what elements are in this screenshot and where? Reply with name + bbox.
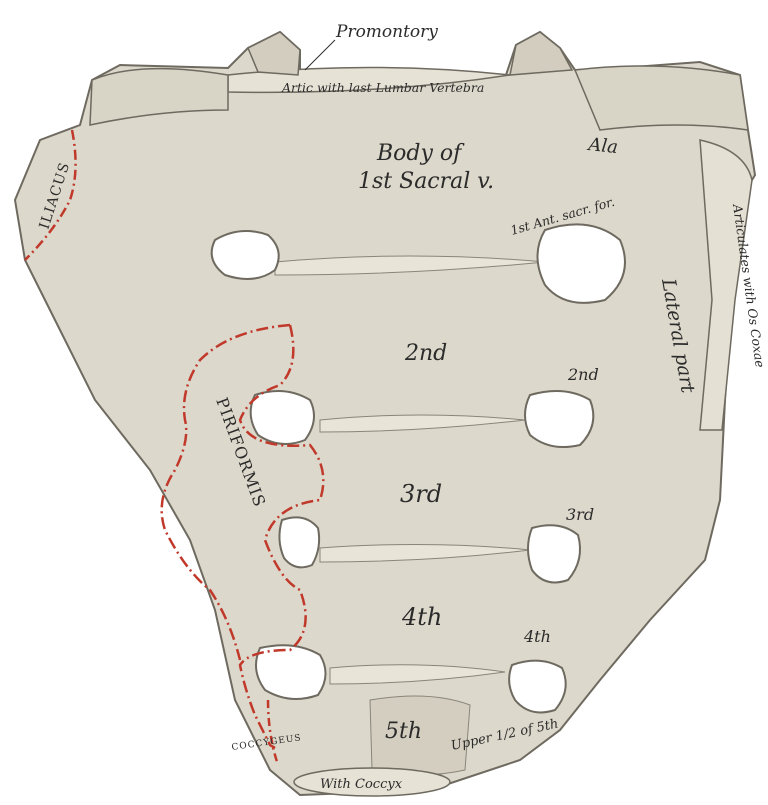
foramen-left-4 <box>255 644 327 700</box>
label-body-5th: 5th <box>385 719 422 744</box>
foramen-left-1 <box>210 230 280 280</box>
iliacus-attachment-line <box>24 129 77 261</box>
label-with-coccyx: With Coccyx <box>320 777 403 792</box>
foramen-right-3 <box>527 524 581 584</box>
label-body-of: Body of <box>376 141 465 166</box>
right-ala-wing <box>573 65 749 131</box>
label-ala: Ala <box>585 134 619 158</box>
foramen-left-3 <box>278 516 321 569</box>
foramen-right-1 <box>536 223 626 304</box>
label-foramen-3rd: 3rd <box>566 505 594 524</box>
piriformis-attachment-line <box>160 323 325 750</box>
foramen-right-2 <box>524 390 595 448</box>
right-foramina <box>508 223 626 714</box>
label-body-2nd: 2nd <box>404 341 447 366</box>
label-first-sacral: 1st Sacral v. <box>358 169 494 194</box>
foramen-right-4 <box>508 659 567 714</box>
right-articular-process <box>509 31 574 76</box>
coccyx-articulation <box>293 767 451 797</box>
promontory-leader <box>304 39 336 71</box>
label-foramen-2nd: 2nd <box>567 365 599 384</box>
label-promontory: Promontory <box>335 22 438 42</box>
label-body-4th: 4th <box>401 603 442 631</box>
label-body-3rd: 3rd <box>400 480 442 508</box>
left-ala-wing <box>89 67 229 126</box>
left-articular-process <box>247 31 301 76</box>
coccygeus-attachment-line <box>266 699 280 766</box>
foramen-left-2 <box>249 390 315 445</box>
label-artic-lumbar: Artic with last Lumbar Vertebra <box>281 80 484 95</box>
label-foramen-4th: 4th <box>523 627 551 646</box>
transverse-ridge-4 <box>329 664 506 685</box>
left-foramina <box>210 230 327 700</box>
auricular-surface <box>699 139 753 431</box>
